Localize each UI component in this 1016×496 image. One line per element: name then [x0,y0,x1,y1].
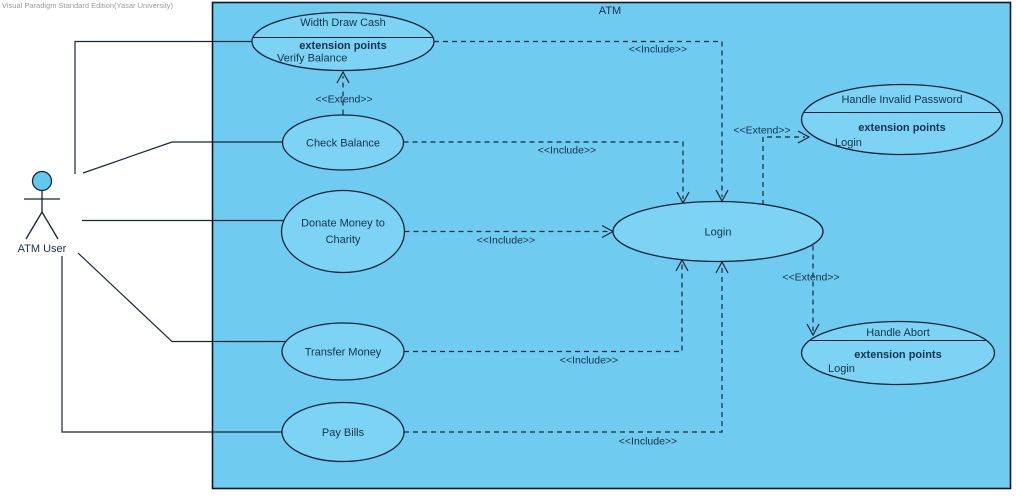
usecase-handle-abort-ellipse[interactable] [800,320,996,386]
watermark-text: Visual Paradigm Standard Edition(Yasar U… [2,1,174,10]
include-check-balance-login[interactable]: <<Include>> [403,141,690,205]
extension-points-heading: extension points [858,122,945,134]
usecase-check-balance-ellipse[interactable] [281,114,405,171]
extend-check-balance-withdraw[interactable]: <<Extend>> [315,70,373,115]
extend-label: <<Extend>> [315,94,372,106]
extension-point-item: Login [828,363,855,375]
usecase-donate-money-ellipse[interactable] [280,189,406,274]
usecase-title: Handle Invalid Password [841,94,962,106]
usecase-title: Login [705,227,732,239]
include-label: <<Include>> [619,436,677,448]
actor-leg-left [25,211,43,240]
association-actor-transfer-money[interactable] [77,252,286,343]
arrowhead-right-icon [797,130,811,144]
association-actor-withdraw-cash[interactable] [74,40,252,175]
usecase-login[interactable]: Login [612,200,824,263]
actor-atm-user[interactable]: ATM User [18,170,67,256]
include-label: <<Include>> [560,355,618,367]
extend-login-hip-line[interactable] [762,136,805,205]
actor-leg-right [41,211,59,240]
usecase-title: Handle Abort [866,327,930,339]
usecase-title-line1: Donate Money to [301,218,385,230]
arrowhead-down-icon [806,323,820,337]
include-transfer-money-login-line[interactable] [404,264,683,353]
usecase-pay-bills-ellipse[interactable] [281,401,405,463]
include-withdraw-login[interactable]: <<Include>> [434,40,729,203]
usecase-login-ellipse[interactable] [612,200,824,263]
usecase-title: Check Balance [306,138,380,150]
usecase-title-line2: Charity [326,234,361,246]
usecase-title: Width Draw Cash [300,17,386,29]
association-actor-pay-bills[interactable] [61,256,282,433]
include-withdraw-login-line[interactable] [434,40,723,198]
arrowhead-up-icon [336,70,350,84]
include-label: <<Include>> [477,235,535,247]
extend-login-handle-invalid-password[interactable]: <<Extend>> [733,125,811,206]
actor-label: ATM User [18,243,67,255]
extend-login-handle-abort[interactable]: <<Extend>> [782,245,840,337]
usecase-donate-money[interactable]: Donate Money to Charity [280,189,406,274]
usecase-handle-abort[interactable]: Handle Abort extension points Login [800,320,996,386]
extend-label: <<Extend>> [733,125,790,137]
usecase-pay-bills[interactable]: Pay Bills [281,401,405,463]
include-label: <<Include>> [629,44,687,56]
usecase-handle-invalid-password[interactable]: Handle Invalid Password extension points… [800,83,1004,156]
usecase-withdraw-cash-ellipse[interactable] [251,11,435,72]
usecase-title: Transfer Money [305,347,382,359]
include-pay-bills-login-line[interactable] [404,266,723,433]
usecase-handle-invalid-password-ellipse[interactable] [800,83,1004,156]
extension-points-heading: extension points [299,40,386,52]
extend-label: <<Extend>> [782,272,839,284]
extension-points-heading: extension points [854,349,941,361]
include-check-balance-login-line[interactable] [403,141,684,199]
system-boundary-title: ATM [599,5,621,17]
usecase-transfer-money[interactable]: Transfer Money [281,322,405,381]
usecase-transfer-money-ellipse[interactable] [281,322,405,381]
extension-point-item: Login [835,137,862,149]
usecase-withdraw-cash[interactable]: Width Draw Cash extension points Verify … [251,11,435,72]
usecase-title: Pay Bills [322,427,365,439]
include-label: <<Include>> [538,145,596,157]
association-actor-check-balance[interactable] [82,141,283,174]
usecase-check-balance[interactable]: Check Balance [281,114,405,171]
extension-point-item: Verify Balance [277,53,347,65]
actor-head-icon[interactable] [31,170,53,192]
